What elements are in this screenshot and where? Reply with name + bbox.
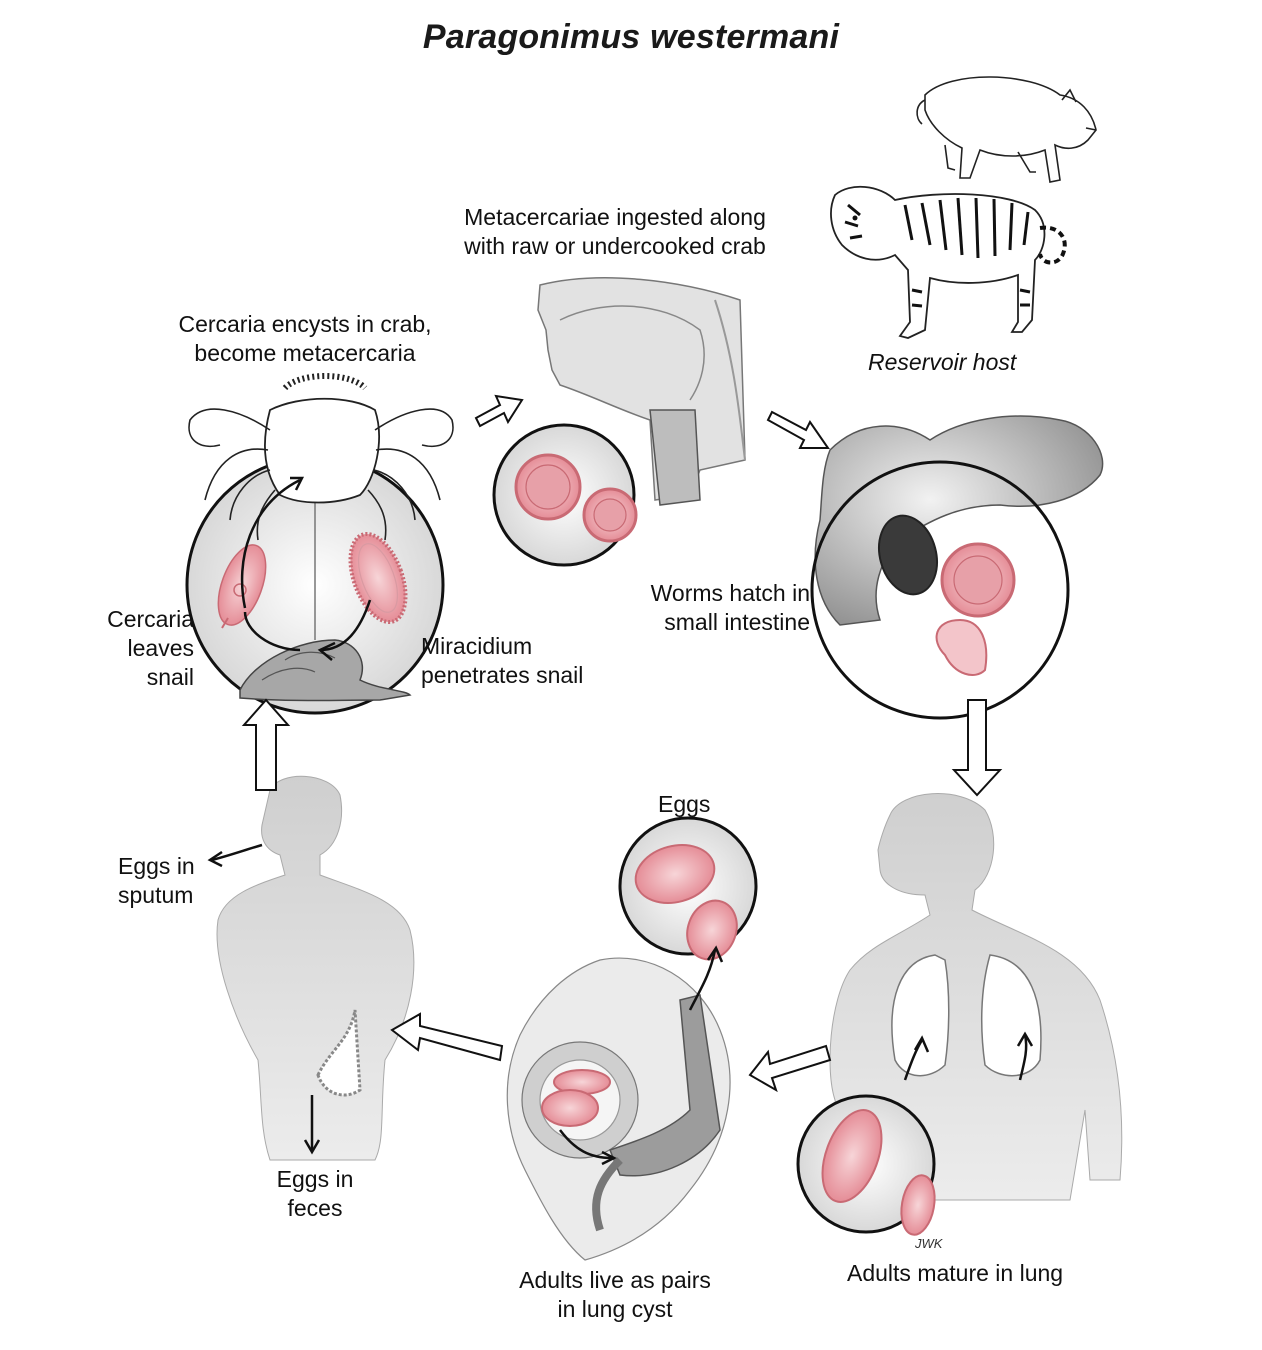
- eggs-sputum-label: Eggs in sputum: [118, 852, 195, 910]
- crab-cycle-arrows: [240, 476, 372, 661]
- bronchus-icon: [592, 994, 721, 1232]
- miracidium-line-1: Miracidium: [421, 633, 533, 659]
- cercaria-encysts-label: Cercaria encysts in crab, become metacer…: [150, 310, 460, 368]
- cercaria-leaves-line-1: Cercaria: [107, 606, 194, 632]
- cercaria-leaves-line-2: leaves: [127, 635, 194, 661]
- miracidium-label: Miracidium penetrates snail: [421, 632, 583, 690]
- eggs-sputum-line-1: Eggs in: [118, 853, 195, 879]
- adult-worm-icon: [821, 1109, 936, 1236]
- metacercariae-ingested-line-1: Metacercariae ingested along: [464, 204, 766, 230]
- miracidium-icon: [348, 532, 408, 624]
- eggs-sputum-line-2: sputum: [118, 882, 194, 908]
- worms-hatch-line-1: Worms hatch in: [650, 580, 810, 606]
- intestine-magnifier: [810, 460, 1070, 720]
- eggs-feces-line-2: feces: [287, 1195, 343, 1221]
- intestine-icon: [814, 415, 1104, 626]
- worms-hatch-label: Worms hatch in small intestine: [600, 579, 810, 637]
- eggs-feces-label: Eggs in feces: [250, 1165, 380, 1223]
- metacercaria-cyst-icon: [514, 453, 638, 543]
- adults-mature-label: Adults mature in lung: [847, 1260, 1064, 1286]
- eggs-feces-line-1: Eggs in: [276, 1166, 354, 1192]
- juvenile-worm-icon: [935, 542, 1016, 676]
- crab-icon: [188, 373, 454, 541]
- cycle-arrows: [241, 394, 1003, 1093]
- worms-hatch-line-2: small intestine: [664, 609, 810, 635]
- cercaria-leaves-label: Cercaria leaves snail: [90, 605, 194, 692]
- metacercariae-ingested-line-2: with raw or undercooked crab: [464, 233, 766, 259]
- miracidium-line-2: penetrates snail: [421, 662, 584, 688]
- lung-cyst-icon: [506, 957, 731, 1261]
- tiger-icon: [830, 185, 1067, 339]
- snail-icon: [239, 639, 412, 702]
- cercaria-leaves-line-3: snail: [146, 664, 194, 690]
- diagram-title: Paragonimus westermani: [422, 18, 840, 56]
- pointer-arrows: [207, 843, 1034, 1166]
- reservoir-host-label: Reservoir host: [868, 349, 1017, 375]
- egg-icon: [634, 844, 738, 961]
- adults-pairs-label: Adults live as pairs in lung cyst: [495, 1266, 735, 1324]
- cercaria-encysts-line-2: become metacercaria: [194, 340, 416, 366]
- cercaria-encysts-line-1: Cercaria encysts in crab,: [178, 311, 432, 337]
- eggs-label: Eggs: [658, 791, 711, 817]
- adults-pairs-line-1: Adults live as pairs: [519, 1267, 711, 1293]
- pig-icon: [916, 76, 1097, 183]
- adults-pairs-line-2: in lung cyst: [557, 1296, 673, 1322]
- artist-signature: JWK: [915, 1236, 943, 1251]
- head-profile-icon: [537, 277, 746, 506]
- metacercariae-ingested-label: Metacercariae ingested along with raw or…: [440, 203, 790, 261]
